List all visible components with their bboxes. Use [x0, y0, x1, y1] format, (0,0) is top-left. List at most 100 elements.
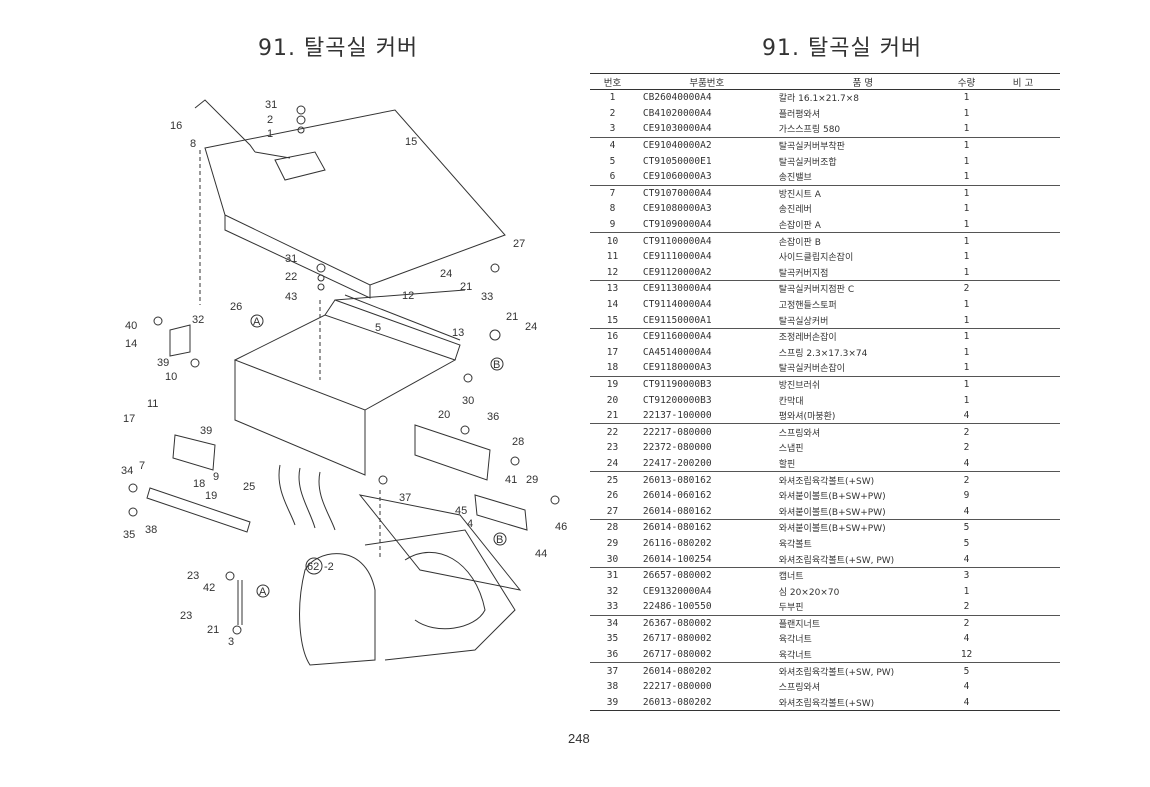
callout-label: 19: [205, 490, 217, 502]
row-part-name: 육각너트: [778, 646, 947, 664]
row-remarks: [986, 360, 1060, 377]
row-number: 28: [606, 522, 619, 534]
row-part-name: 와셔조립육각볼트(+SW, PW): [778, 667, 895, 678]
row-number: 21: [590, 407, 635, 425]
row-part-number: 22217-080000: [642, 681, 712, 693]
row-part-number: 26367-080002: [642, 617, 712, 629]
row-part-name: 할핀: [778, 455, 947, 473]
row-part-number: 26014-080162: [642, 522, 712, 534]
row-number: 39: [590, 694, 635, 712]
row-part-number: CB41020000A4: [642, 107, 712, 119]
row-remarks: [986, 488, 1060, 504]
row-remarks: [986, 472, 1060, 488]
callout-label: 25: [243, 481, 255, 493]
row-number: 36: [590, 646, 635, 664]
row-remarks: [986, 249, 1060, 265]
row-quantity: 5: [963, 537, 970, 549]
callout-label: 46: [555, 521, 567, 533]
row-quantity: 2: [963, 474, 970, 486]
callout-label: 39: [157, 357, 169, 369]
row-quantity: 2: [963, 283, 970, 295]
row-remarks: [986, 455, 1060, 473]
callout-label: 44: [535, 548, 547, 560]
row-remarks: [986, 615, 1060, 631]
row-part-name: 스냅핀: [778, 444, 804, 455]
header-remarks: 비 고: [986, 73, 1060, 90]
row-remarks: [986, 153, 1060, 169]
row-part-number: 22486-100550: [634, 599, 779, 616]
row-number: 22: [606, 426, 619, 438]
row-number: 12: [590, 264, 635, 282]
row-part-name: 칸막대: [778, 396, 804, 407]
marker-label: A: [253, 316, 261, 328]
row-number: 18: [590, 360, 635, 377]
lever-part: [194, 99, 256, 153]
row-quantity: 4: [947, 551, 987, 568]
row-quantity: 2: [963, 617, 970, 629]
row-number: 7: [609, 187, 616, 199]
row-remarks: [986, 679, 1060, 695]
row-remarks: [986, 297, 1060, 313]
row-remarks: [986, 424, 1060, 440]
callout-label: 28: [512, 436, 524, 448]
callout-label: 29: [526, 474, 538, 486]
row-part-name: 와셔조립육각볼트(+SW): [778, 694, 947, 712]
row-part-name: 가스스프링 580: [778, 121, 947, 138]
row-part-number: CT91140000A4: [642, 299, 712, 311]
row-part-number: CT91190000B3: [642, 378, 712, 390]
row-remarks: [986, 376, 1060, 392]
row-part-name: 송진레버: [778, 205, 812, 216]
callout-label: 23: [187, 570, 199, 582]
row-part-number: 26116-080202: [642, 537, 712, 549]
row-quantity: 4: [947, 694, 987, 712]
callout-label: 8: [190, 138, 196, 150]
row-number: 9: [590, 216, 635, 234]
frame-part: [233, 314, 457, 411]
row-quantity: 1: [963, 107, 970, 119]
row-part-name: 와셔붙이볼트(B+SW+PW): [778, 492, 886, 503]
row-quantity: 1: [947, 216, 987, 234]
row-remarks: [986, 694, 1060, 712]
row-part-number: 26014-080162: [634, 503, 779, 521]
row-number: 26: [606, 490, 619, 502]
row-number: 35: [606, 633, 619, 645]
row-quantity: 5: [963, 522, 970, 534]
row-part-number: CE91040000A2: [642, 140, 712, 152]
row-remarks: [986, 440, 1060, 456]
row-quantity: 1: [963, 235, 970, 247]
row-number: 2: [609, 107, 616, 119]
callout-label: 9: [213, 471, 219, 483]
row-quantity: 4: [947, 455, 987, 473]
row-quantity: 12: [947, 646, 987, 664]
row-quantity: 1: [947, 360, 987, 377]
callout-label: 35: [123, 529, 135, 541]
row-quantity: 1: [963, 203, 970, 215]
row-part-name: 방진시트 A: [778, 189, 821, 200]
row-number: 30: [590, 551, 635, 568]
row-remarks: [986, 646, 1060, 664]
row-part-number: 22217-080000: [642, 426, 712, 438]
row-part-number: CE91150000A1: [634, 312, 779, 329]
row-remarks: [986, 201, 1060, 217]
row-part-name: 사이드클립지손잡이: [778, 253, 854, 264]
row-part-number: CA45140000A4: [642, 346, 712, 358]
callout-label: 4: [467, 518, 473, 530]
row-quantity: 1: [963, 251, 970, 263]
callout-label: 18: [193, 478, 205, 490]
row-part-name: 와셔조립육각볼트(+SW): [778, 476, 875, 487]
row-number: 34: [606, 617, 619, 629]
header-part-number: 부품번호: [634, 73, 779, 90]
